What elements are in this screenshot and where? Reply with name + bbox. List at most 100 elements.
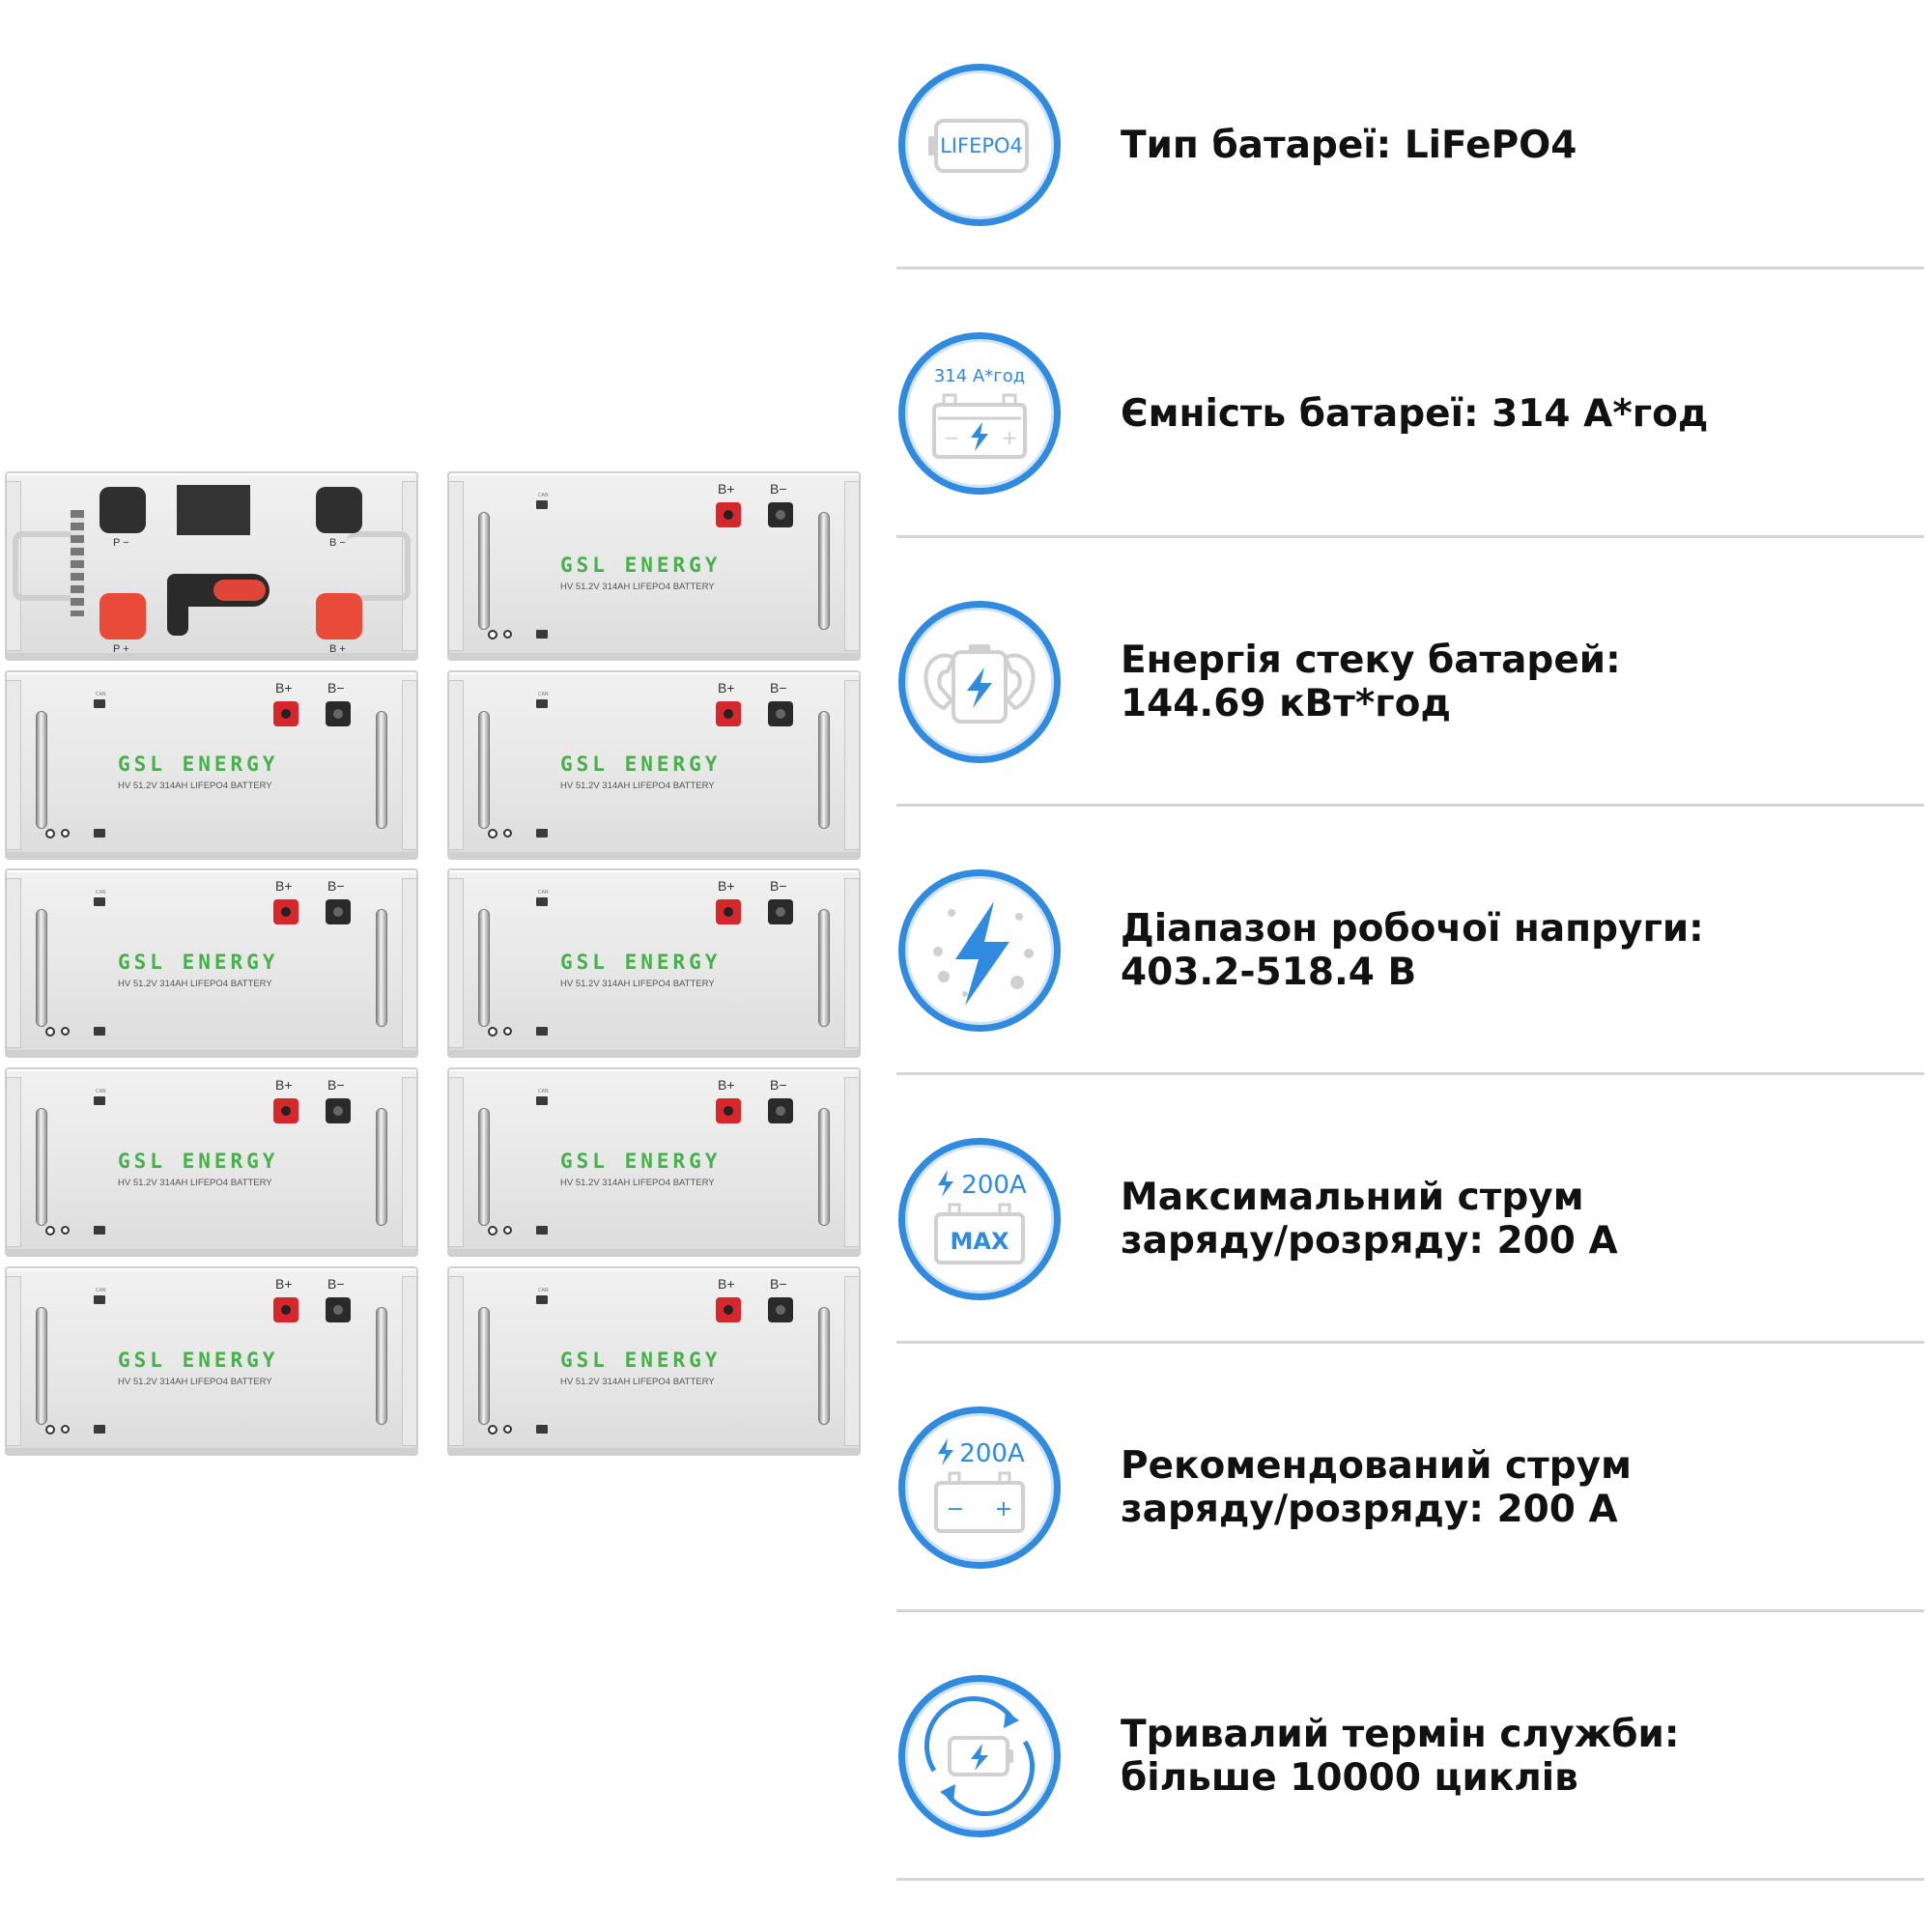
- positive-terminal-label: B+: [718, 481, 735, 497]
- svg-text:−: −: [944, 426, 960, 449]
- ground-screw: [488, 1226, 497, 1236]
- b-positive-terminal: [316, 593, 362, 639]
- module-model-label: HV 51.2V 314AH LIFEPO4 BATTERY: [560, 781, 715, 791]
- module-model-label: HV 51.2V 314AH LIFEPO4 BATTERY: [560, 1178, 715, 1188]
- battery-module: CAN B+ B− GSL ENERGY HV 51.2V 314AH LIFE…: [5, 1266, 418, 1456]
- module-model-label: HV 51.2V 314AH LIFEPO4 BATTERY: [118, 1377, 272, 1387]
- negative-terminal-label: B−: [327, 1276, 345, 1292]
- can-port: [536, 699, 548, 708]
- positive-terminal: [716, 899, 741, 924]
- can-port-bottom: [94, 829, 105, 838]
- can-port-bottom: [536, 1425, 548, 1434]
- positive-terminal-label: B+: [275, 1276, 293, 1292]
- module-model-label: HV 51.2V 314AH LIFEPO4 BATTERY: [118, 979, 272, 989]
- svg-text:+: +: [1002, 426, 1018, 449]
- module-handle-left: [36, 1108, 47, 1226]
- module-handle-right: [818, 909, 830, 1027]
- ground-symbol: [61, 1027, 70, 1036]
- feature-voltage-range-line1: Діапазон робочої напруги:: [1121, 907, 1704, 951]
- lifepo4-battery-icon: LIFEPO4: [898, 64, 1061, 226]
- module-handle-left: [478, 711, 490, 829]
- divider: [896, 267, 1924, 270]
- feature-battery-type: LIFEPO4 Тип батареї: LiFePO4: [896, 39, 1924, 290]
- feature-stack-energy: Енергія стеку батарей: 144.69 кВт*год: [896, 576, 1924, 827]
- positive-terminal: [716, 1297, 741, 1322]
- can-port-bottom: [94, 1027, 105, 1036]
- battery-module: CAN B+ B− GSL ENERGY HV 51.2V 314AH LIFE…: [5, 868, 418, 1058]
- divider: [896, 1072, 1924, 1075]
- can-port-label: CAN: [96, 890, 106, 895]
- lightning-icon: [898, 869, 1061, 1032]
- feature-recommended-current-line1: Рекомендований струм: [1121, 1444, 1632, 1488]
- svg-text:200A: 200A: [961, 1171, 1027, 1200]
- negative-terminal-label: B−: [770, 481, 787, 497]
- can-port: [536, 897, 548, 906]
- can-port-label: CAN: [96, 1089, 106, 1094]
- negative-terminal-label: B−: [770, 1077, 787, 1093]
- positive-terminal: [716, 502, 741, 527]
- p-positive-terminal: [99, 593, 146, 639]
- positive-terminal: [273, 899, 298, 924]
- negative-terminal: [326, 899, 351, 924]
- feature-battery-type-text: Тип батареї: LiFePO4: [1121, 123, 1577, 167]
- negative-terminal: [326, 701, 351, 726]
- negative-terminal: [326, 1098, 351, 1123]
- feature-recommended-current-line2: заряду/розряду: 200 А: [1121, 1488, 1618, 1531]
- ground-screw: [488, 630, 497, 639]
- b-positive-label: B +: [329, 643, 346, 655]
- svg-text:314 А*год: 314 А*год: [934, 366, 1025, 386]
- feature-cycle-life: Тривалий термін служби: більше 10000 цик…: [896, 1650, 1924, 1901]
- module-handle-right: [376, 1307, 387, 1425]
- module-model-label: HV 51.2V 314AH LIFEPO4 BATTERY: [560, 979, 715, 989]
- strong-battery-icon: [898, 601, 1061, 763]
- module-handle-right: [376, 1108, 387, 1226]
- svg-text:+: +: [995, 1497, 1012, 1521]
- feature-stack-energy-line2: 144.69 кВт*год: [1121, 682, 1451, 725]
- cycle-battery-icon: [898, 1675, 1061, 1837]
- feature-voltage-range: Діапазон робочої напруги: 403.2-518.4 В: [896, 844, 1924, 1095]
- ground-screw: [45, 1226, 55, 1236]
- positive-terminal: [273, 1098, 298, 1123]
- module-model-label: HV 51.2V 314AH LIFEPO4 BATTERY: [560, 582, 715, 592]
- feature-max-current-line2: заряду/розряду: 200 А: [1121, 1219, 1618, 1263]
- p-negative-label: P −: [113, 537, 129, 549]
- ground-screw: [45, 829, 55, 838]
- positive-terminal-label: B+: [275, 1077, 293, 1093]
- can-port-label: CAN: [538, 890, 549, 895]
- module-handle-left: [478, 909, 490, 1027]
- ground-screw: [45, 1425, 55, 1435]
- brand-logo: GSL ENERGY: [118, 1349, 279, 1372]
- positive-terminal-label: B+: [275, 680, 293, 696]
- positive-terminal: [273, 701, 298, 726]
- divider: [896, 1609, 1924, 1612]
- can-port: [536, 1096, 548, 1105]
- recommended-current-icon: 200A − +: [898, 1406, 1061, 1569]
- feature-voltage-range-line2: 403.2-518.4 В: [1121, 951, 1417, 994]
- ground-screw: [488, 1425, 497, 1435]
- negative-terminal-label: B−: [770, 878, 787, 894]
- can-port-bottom: [536, 829, 548, 838]
- display-screen: [177, 485, 250, 535]
- feature-stack-energy-line1: Енергія стеку батарей:: [1121, 639, 1621, 682]
- negative-terminal: [768, 899, 793, 924]
- negative-terminal-label: B−: [327, 1077, 345, 1093]
- feature-recommended-current: 200A − + Рекомендований струм заряду/роз…: [896, 1381, 1924, 1633]
- can-port-bottom: [94, 1425, 105, 1434]
- brand-logo: GSL ENERGY: [118, 1150, 279, 1173]
- module-handle-left: [36, 909, 47, 1027]
- divider: [896, 804, 1924, 807]
- ground-symbol: [61, 1226, 70, 1235]
- brand-logo: GSL ENERGY: [560, 753, 722, 776]
- module-handle-left: [36, 711, 47, 829]
- module-handle-right: [376, 909, 387, 1027]
- battery-module: CAN B+ B− GSL ENERGY HV 51.2V 314AH LIFE…: [447, 1067, 861, 1257]
- brand-logo: GSL ENERGY: [560, 1349, 722, 1372]
- svg-text:LIFEPO4: LIFEPO4: [940, 134, 1023, 157]
- max-current-icon: 200A MAX: [898, 1138, 1061, 1300]
- module-model-label: HV 51.2V 314AH LIFEPO4 BATTERY: [118, 1178, 272, 1188]
- ground-symbol: [61, 1425, 70, 1434]
- p-positive-label: P +: [113, 643, 129, 655]
- b-negative-terminal: [316, 487, 362, 533]
- module-handle-right: [818, 1108, 830, 1226]
- divider: [896, 535, 1924, 538]
